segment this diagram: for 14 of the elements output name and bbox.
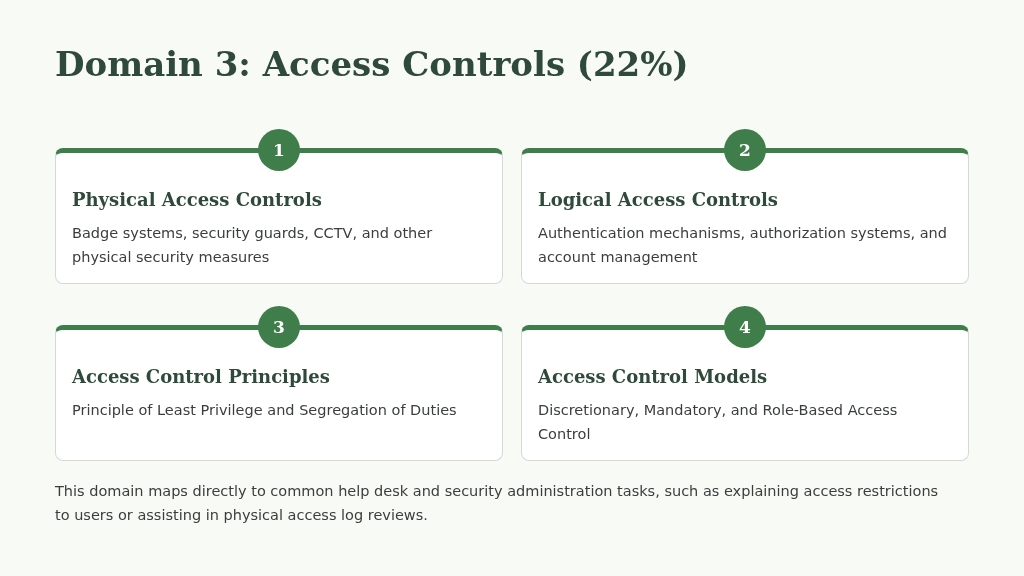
card-heading: Physical Access Controls <box>72 189 322 210</box>
card-description: Authentication mechanisms, authorization systems, and account management <box>538 224 948 267</box>
number-badge: 4 <box>724 306 766 348</box>
card-heading: Access Control Principles <box>72 366 330 387</box>
card-heading: Logical Access Controls <box>538 189 778 210</box>
caption: This domain maps directly to common help desk and security administration tasks, such as explaining access restrictions to users or assisting in physical access log reviews. <box>55 482 940 525</box>
card-description: Principle of Least Privilege and Segregation of Duties <box>72 401 458 420</box>
card-description: Badge systems, security guards, CCTV, and other physical security measures <box>72 224 434 267</box>
title: Domain 3: Access Controls (22%) <box>55 44 689 84</box>
card-heading: Access Control Models <box>538 366 768 387</box>
number-badge: 3 <box>258 306 300 348</box>
number-badge: 1 <box>258 129 300 171</box>
number-badge: 2 <box>724 129 766 171</box>
card-description: Discretionary, Mandatory, and Role-Based Access Control <box>538 401 899 444</box>
